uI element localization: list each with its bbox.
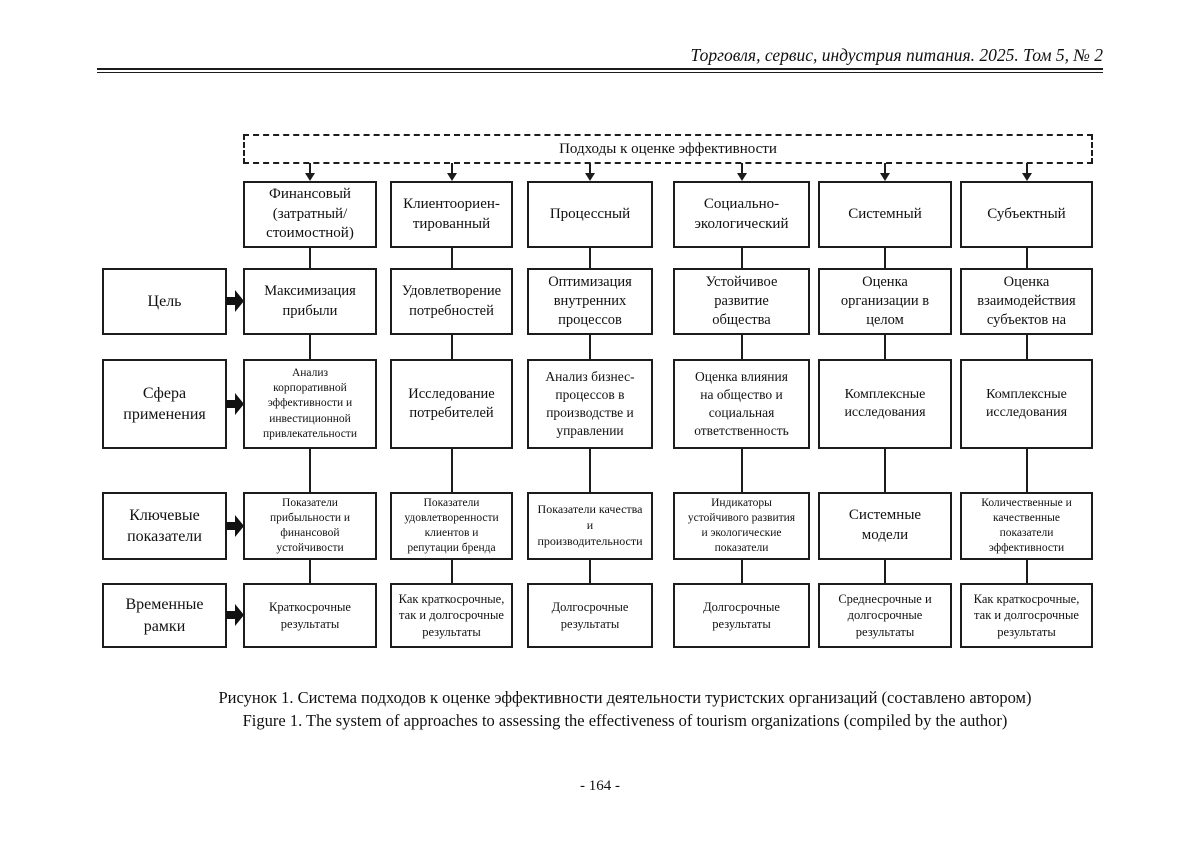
connector-line <box>589 560 591 583</box>
right-block-arrow-icon <box>226 393 244 415</box>
cell-timeframe-financial: Краткосрочные результаты <box>243 583 377 648</box>
connector-line <box>884 335 886 359</box>
connector-line <box>589 248 591 268</box>
row-label-scope: Сфера применения <box>102 359 227 449</box>
connector-line <box>1025 449 1028 492</box>
page-number: - 164 - <box>580 778 620 794</box>
connector-line <box>740 248 743 268</box>
connector-line <box>884 248 886 268</box>
connector-line <box>589 163 591 174</box>
connector-line <box>740 560 743 583</box>
connector-line <box>309 449 311 492</box>
connector-line <box>884 560 886 583</box>
arrowhead-down-icon <box>736 173 747 181</box>
approach-header-financial: Финансовый (затратный/ стоимостной) <box>243 181 377 248</box>
cell-goal-financial: Максимизация прибыли <box>243 268 377 335</box>
cell-indicators-socio-eco: Индикаторы устойчивого развития и эколог… <box>673 492 810 560</box>
cell-scope-process: Анализ бизнес- процессов в производстве … <box>527 359 653 449</box>
connector-line <box>309 163 311 174</box>
cell-goal-process: Оптимизация внутренних процессов <box>527 268 653 335</box>
connector-line <box>450 163 453 174</box>
connector-line <box>589 335 591 359</box>
cell-timeframe-client: Как краткосрочные, так и долгосрочные ре… <box>390 583 513 648</box>
arrowhead-down-icon <box>880 173 890 181</box>
approach-header-client: Клиентоориен- тированный <box>390 181 513 248</box>
journal-header: Торговля, сервис, индустрия питания. 202… <box>690 45 1103 65</box>
root-approaches-box: Подходы к оценке эффективности <box>243 134 1093 164</box>
figure-caption-en: Figure 1. The system of approaches to as… <box>242 711 1008 731</box>
cell-goal-subject: Оценка взаимодействия субъектов на <box>960 268 1093 335</box>
cell-indicators-financial: Показатели прибыльности и финансовой уст… <box>243 492 377 560</box>
row-label-goal: Цель <box>102 268 227 335</box>
connector-line <box>450 560 453 583</box>
cell-scope-socio-eco: Оценка влияния на общество и социальная … <box>673 359 810 449</box>
cell-goal-system: Оценка организации в целом <box>818 268 952 335</box>
figure-caption-ru: Рисунок 1. Система подходов к оценке эфф… <box>218 688 1032 707</box>
arrowhead-down-icon <box>305 173 315 181</box>
figure-caption: Рисунок 1. Система подходов к оценке эфф… <box>100 686 1150 733</box>
approach-header-system: Системный <box>818 181 952 248</box>
right-block-arrow-icon <box>226 290 244 312</box>
connector-line <box>309 560 311 583</box>
row-label-indicators: Ключевые показатели <box>102 492 227 560</box>
connector-line <box>1025 163 1028 174</box>
connector-line <box>309 248 311 268</box>
connector-line <box>450 335 453 359</box>
connector-line <box>1025 248 1028 268</box>
connector-line <box>309 335 311 359</box>
cell-scope-financial: Анализ корпоративной эффективности и инв… <box>243 359 377 449</box>
connector-line <box>884 449 886 492</box>
arrowhead-down-icon <box>446 173 457 181</box>
connector-line <box>450 449 453 492</box>
cell-scope-client: Исследование потребителей <box>390 359 513 449</box>
cell-indicators-client: Показатели удовлетворенности клиентов и … <box>390 492 513 560</box>
approach-header-process: Процессный <box>527 181 653 248</box>
cell-timeframe-system: Среднесрочные и долгосрочные результаты <box>818 583 952 648</box>
connector-line <box>884 163 886 174</box>
header-rule <box>97 68 1103 73</box>
cell-goal-socio-eco: Устойчивое развитие общества <box>673 268 810 335</box>
connector-line <box>1025 335 1028 359</box>
cell-scope-subject: Комплексные исследования <box>960 359 1093 449</box>
cell-indicators-subject: Количественные и качественные показатели… <box>960 492 1093 560</box>
connector-line <box>589 449 591 492</box>
arrowhead-down-icon <box>1021 173 1032 181</box>
connector-line <box>740 449 743 492</box>
arrowhead-down-icon <box>585 173 595 181</box>
connector-line <box>740 335 743 359</box>
connector-line <box>1025 560 1028 583</box>
connector-line <box>740 163 743 174</box>
cell-timeframe-subject: Как краткосрочные, так и долгосрочные ре… <box>960 583 1093 648</box>
approach-header-socio-eco: Социально- экологический <box>673 181 810 248</box>
row-label-timeframe: Временные рамки <box>102 583 227 648</box>
cell-goal-client: Удовлетворение потребностей <box>390 268 513 335</box>
cell-scope-system: Комплексные исследования <box>818 359 952 449</box>
connector-line <box>450 248 453 268</box>
right-block-arrow-icon <box>226 604 244 626</box>
cell-indicators-process: Показатели качества и производительности <box>527 492 653 560</box>
approach-header-subject: Субъектный <box>960 181 1093 248</box>
cell-timeframe-socio-eco: Долгосрочные результаты <box>673 583 810 648</box>
cell-timeframe-process: Долгосрочные результаты <box>527 583 653 648</box>
right-block-arrow-icon <box>226 515 244 537</box>
cell-indicators-system: Системные модели <box>818 492 952 560</box>
